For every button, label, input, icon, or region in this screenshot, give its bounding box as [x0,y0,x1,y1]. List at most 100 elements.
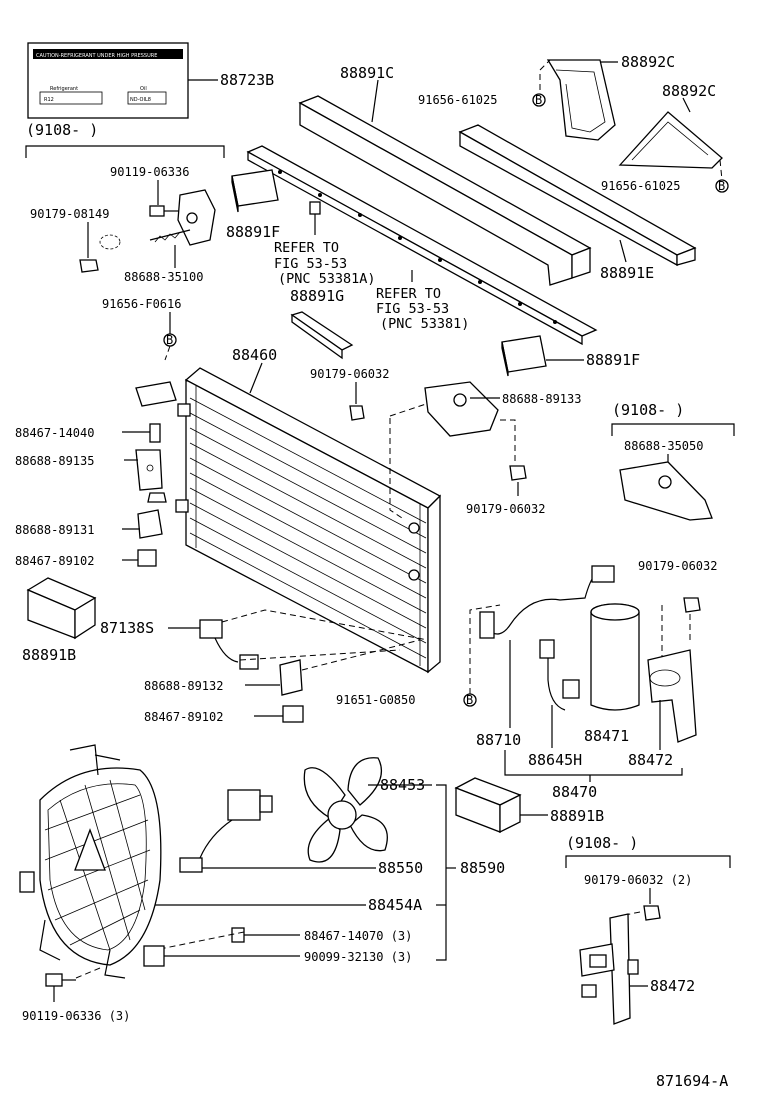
mounting-strip [246,145,598,346]
condenser-88460 [175,367,442,674]
callout-88460: 88460 [232,346,277,364]
callout-88467-14070: 88467-14070 (3) [304,929,412,943]
warning-label-oil-value: ND-OIL8 [130,97,151,103]
callout-88688-89131: 88688-89131 [15,523,94,537]
callout-88688-35100: 88688-35100 [124,270,203,284]
diagram-code: 871694-A [656,1072,728,1090]
callout-88891G: 88891G [290,287,344,305]
clip-88891F [309,201,321,235]
cushion-88467-89102-b [282,705,304,723]
callout-88891F-mid: 88891F [586,351,640,369]
warning-label-refrigerant-value: R12 [44,97,54,103]
callout-88891F-top: 88891F [226,223,280,241]
seal-88891E [458,124,697,267]
callout-88892C-right: 88892C [662,82,716,100]
callout-88590: 88590 [460,859,505,877]
callout-91651-G0850: 91651-G0850 [336,693,415,707]
callout-88467-89102-b: 88467-89102 [144,710,223,724]
cushion-lower [147,492,167,503]
bracket-88688-89133 [424,381,499,437]
callout-88688-89132: 88688-89132 [144,679,223,693]
callout-9108-left: (9108- ) [26,121,98,139]
callout-88454A: 88454A [368,896,422,914]
refer-1-line-2: FIG 53-53 [274,256,347,272]
fan-motor-88550 [179,789,273,873]
refer-1-line-3: (PNC 53381A) [278,271,376,287]
callout-88550: 88550 [378,859,423,877]
callout-90179-06032-2: 90179-06032 (2) [584,873,692,887]
marker-b-right: B [718,179,725,193]
switch-87138S [199,619,259,670]
nut-90179-06032-a [349,405,365,421]
cushion-88467-89102-a [137,549,157,567]
callout-88891C: 88891C [340,64,394,82]
bolt-90119-06336-3 [45,973,76,987]
callout-91656-61025-top: 91656-61025 [418,93,497,107]
stud-88688-35100 [149,229,191,243]
nut-90179-06032-2 [643,905,661,921]
callout-88472-a: 88472 [628,751,673,769]
marker-b-mid: B [466,693,473,707]
callout-90179-08149: 90179-08149 [30,207,109,221]
shroud-88454A [19,744,162,979]
callout-88892C-top: 88892C [621,53,675,71]
callout-88453: 88453 [380,776,425,794]
bolt-90119-06336 [149,205,180,217]
block-88891B-right [454,777,522,834]
marker-b-top: B [535,93,542,107]
marker-b-left: B [166,333,173,347]
callout-90119-06336: 90119-06336 [110,165,189,179]
refer-2-line-1: REFER TO [376,286,441,302]
callout-90099-32130: 90099-32130 (3) [304,950,412,964]
callout-88472-b: 88472 [650,977,695,995]
block-88891F-top [231,169,279,213]
bracket-88688-89131 [137,509,163,539]
callout-9108-bottom: (9108- ) [566,834,638,852]
callout-88688-89135: 88688-89135 [15,454,94,468]
bracket-88688-35100 [177,189,216,246]
pipe-88710 [479,565,615,639]
callout-88471: 88471 [584,727,629,745]
receiver-88471 [590,603,640,711]
callout-88891E: 88891E [600,264,654,282]
refer-2-line-3: (PNC 53381) [380,316,469,332]
callout-88710: 88710 [476,731,521,749]
callout-87138S: 87138S [100,619,154,637]
nut-90179-08149 [79,234,121,273]
warning-label-oil-caption: Oil [140,86,147,92]
callout-91656-F0616: 91656-F0616 [102,297,181,311]
callout-88688-89133: 88688-89133 [502,392,581,406]
callout-90179-06032-c: 90179-06032 [638,559,717,573]
block-88891F-mid [501,335,547,377]
bracket-88688-89135 [135,449,163,491]
seal-88891C [298,95,592,286]
callout-88891B-right: 88891B [550,807,604,825]
bracket-88688-35050 [619,461,713,521]
callout-88645H: 88645H [528,751,582,769]
bracket-88892C-right [618,111,723,169]
callout-88467-14040: 88467-14040 [15,426,94,440]
bracket-88472-a [647,649,697,743]
bracket-88472-b [579,913,639,1025]
warning-label: CAUTION-REFRIGERANT UNDER HIGH PRESSURE … [27,42,189,119]
refer-1-line-1: REFER TO [274,240,339,256]
pressure-switch-88645H [539,639,580,711]
refer-2-line-2: FIG 53-53 [376,301,449,317]
strip-88891G [290,311,354,360]
block-88891B-left [26,577,97,640]
grommet-90099-32130 [143,945,165,967]
nut-90179-06032-b [509,465,527,481]
callout-90179-06032-a: 90179-06032 [310,367,389,381]
pin-88467-14070 [231,927,245,943]
callout-90119-06336-3: 90119-06336 (3) [22,1009,130,1023]
bracket-88892C-top [546,59,616,141]
callout-90179-06032-b: 90179-06032 [466,502,545,516]
nut-90179-06032-c [683,597,701,613]
callout-91656-61025-right: 91656-61025 [601,179,680,193]
callout-88467-89102-a: 88467-89102 [15,554,94,568]
callout-9108-right: (9108- ) [612,401,684,419]
bracket-88467-14040 [135,381,177,443]
bracket-88688-89132 [279,659,303,696]
warning-label-refrigerant-caption: Refrigerant [50,86,78,92]
